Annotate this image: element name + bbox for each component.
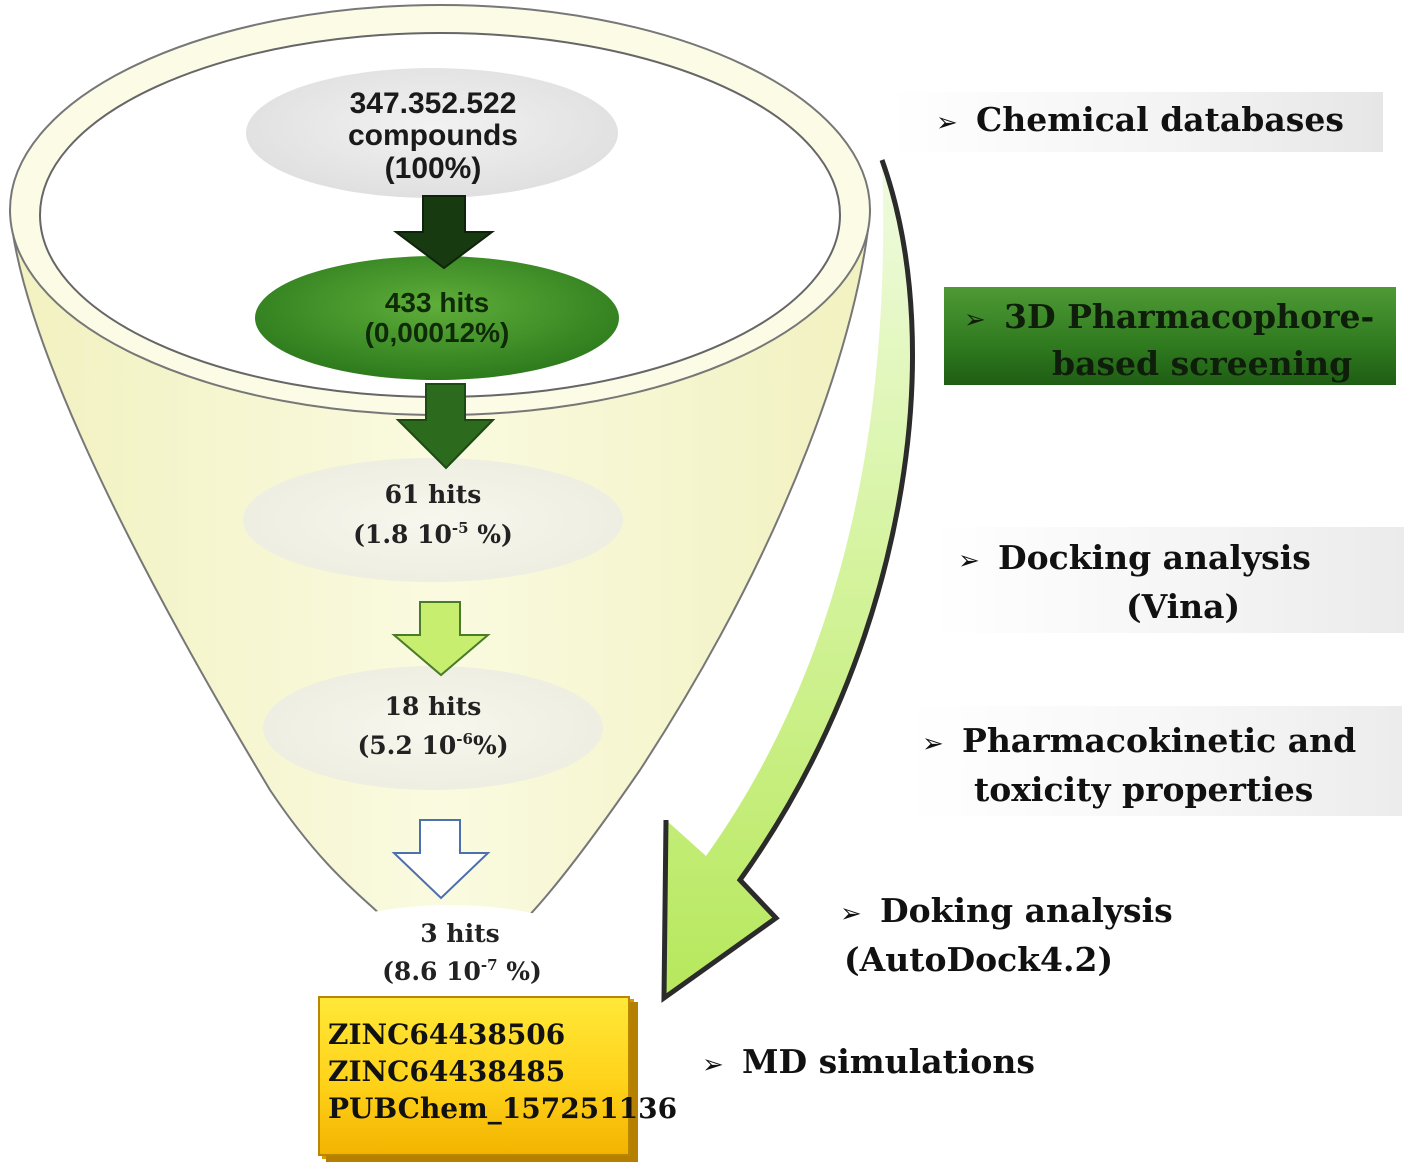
result-compound-3: PUBChem_157251136 — [328, 1092, 678, 1125]
arrow-bullet-icon: ➢ — [964, 305, 986, 335]
stage-compounds-percent: (100%) — [385, 152, 482, 185]
step-label-line: (AutoDock4.2) — [844, 940, 1114, 979]
stage-oval-compounds — [246, 68, 618, 198]
stage-3-hits-label: 3 hits (8.6 10-7 %) — [382, 919, 542, 986]
stage-3-hits-count: 3 hits — [420, 919, 499, 948]
step-docking-autodock: ➢ Doking analysis (AutoDock4.2) — [838, 880, 1198, 980]
stage-61-hits-count: 61 hits — [385, 480, 482, 509]
step-label-line: (Vina) — [1126, 587, 1241, 626]
step-md-simulations: ➢ MD simulations — [698, 1038, 1058, 1088]
stage-compounds-word: compounds — [348, 119, 518, 152]
stage-433-hits-percent: (0,00012%) — [365, 317, 510, 348]
final-hits-box: ZINC64438506 ZINC64438485 PUBChem_157251… — [318, 996, 678, 1156]
step-chemical-databases: ➢ Chemical databases — [888, 92, 1383, 152]
arrow-bullet-icon: ➢ — [936, 108, 958, 138]
down-arrow-2 — [395, 383, 496, 470]
stage-compounds-label: 347.352.522 compounds (100%) — [348, 87, 518, 185]
arrow-bullet-icon: ➢ — [922, 729, 944, 759]
stage-18-hits-label: 18 hits (5.2 10-6%) — [357, 692, 508, 760]
stage-oval-61-hits — [243, 458, 623, 582]
step-label-line: Chemical databases — [976, 100, 1344, 139]
stage-433-hits-count: 433 hits — [385, 287, 489, 318]
arrow-bullet-icon: ➢ — [702, 1050, 724, 1080]
stage-compounds-count: 347.352.522 — [350, 87, 517, 120]
arrow-bullet-icon: ➢ — [840, 899, 862, 929]
stage-18-hits-count: 18 hits — [385, 692, 482, 721]
curved-flow-arrow-edge — [661, 159, 915, 1003]
stage-433-hits-label: 433 hits (0,00012%) — [365, 287, 510, 348]
stage-61-hits-percent: (1.8 10-5 %) — [353, 519, 513, 549]
arrow-bullet-icon: ➢ — [958, 546, 980, 576]
curved-flow-arrow — [664, 160, 913, 998]
step-label-line: toxicity properties — [974, 770, 1314, 809]
step-label-line: based screening — [1052, 344, 1353, 383]
stage-oval-3-hits — [300, 905, 600, 1005]
stage-3-hits-percent: (8.6 10-7 %) — [382, 956, 542, 986]
stage-oval-433-hits — [255, 256, 619, 380]
step-label-line: 3D Pharmacophore- — [1004, 297, 1375, 336]
step-label-line: Pharmacokinetic and — [962, 721, 1357, 760]
step-pharmacophore-screening: ➢ 3D Pharmacophore- based screening — [944, 287, 1396, 385]
stage-oval-18-hits — [263, 666, 603, 790]
step-pharmacokinetics: ➢ Pharmacokinetic and toxicity properties — [908, 706, 1402, 816]
down-arrow-1 — [393, 195, 495, 270]
result-compound-2: ZINC64438485 — [328, 1055, 566, 1088]
step-label-line: Docking analysis — [998, 538, 1311, 577]
down-arrow-4 — [391, 819, 491, 900]
step-label-line: MD simulations — [742, 1042, 1035, 1081]
stage-61-hits-label: 61 hits (1.8 10-5 %) — [353, 480, 513, 549]
step-label-line: Doking analysis — [880, 891, 1173, 930]
stage-18-hits-percent: (5.2 10-6%) — [357, 730, 508, 760]
result-compound-1: ZINC64438506 — [328, 1018, 566, 1051]
down-arrow-3 — [391, 601, 491, 677]
step-docking-vina: ➢ Docking analysis (Vina) — [934, 527, 1404, 633]
